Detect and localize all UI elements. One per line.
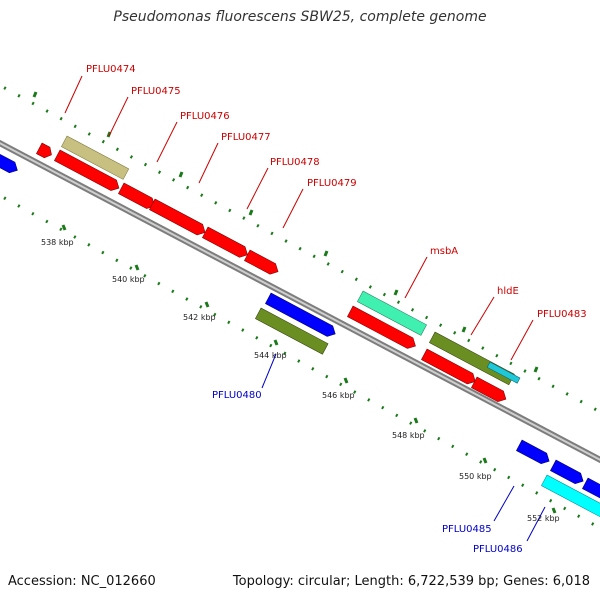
gene-arrow-PFLU0474[interactable]: [36, 142, 54, 160]
scale-label: 538 kbp: [41, 238, 74, 247]
outer-major-ticks: [32, 91, 539, 373]
label-PFLU0478[interactable]: PFLU0478: [270, 157, 320, 168]
gene-arrow-blue[interactable]: [0, 149, 20, 176]
gene-arrow-msbA[interactable]: [357, 290, 427, 336]
gene-labels: PFLU0474 PFLU0475 PFLU0476 PFLU0477 PFLU…: [86, 64, 587, 555]
gene-arrow-PFLU0479a[interactable]: [202, 226, 250, 260]
scale-label: 544 kbp: [254, 351, 287, 360]
gene-arrow-PFLU0486[interactable]: [541, 474, 600, 524]
gene-arrow-blue-550a[interactable]: [516, 439, 552, 467]
gene-arrow-PFLU0483[interactable]: [486, 361, 521, 384]
label-PFLU0474[interactable]: PFLU0474: [86, 64, 136, 75]
inner-major-ticks: [61, 224, 557, 514]
inner-tick-track: [0, 193, 600, 530]
scale-label: 552 kbp: [527, 514, 560, 523]
scale-labels: 538 kbp 540 kbp 542 kbp 544 kbp 546 kbp …: [41, 238, 560, 523]
gene-features: [0, 135, 600, 524]
scale-label: 550 kbp: [459, 472, 492, 481]
gene-arrow-blue-550b[interactable]: [550, 459, 586, 487]
gene-arrow-PFLU0478[interactable]: [149, 198, 208, 238]
gene-arrow-red-546[interactable]: [347, 305, 418, 351]
map-title: Pseudomonas fluorescens SBW25, complete …: [113, 9, 487, 25]
gene-arrow-hldE[interactable]: [429, 331, 515, 386]
label-PFLU0480[interactable]: PFLU0480: [212, 390, 262, 401]
outer-tick-track: [0, 83, 600, 414]
label-PFLU0485[interactable]: PFLU0485: [442, 524, 492, 535]
gene-arrow-red-548a[interactable]: [421, 348, 478, 387]
gene-arrow-PFLU0480[interactable]: [255, 307, 329, 355]
label-PFLU0477[interactable]: PFLU0477: [221, 132, 271, 143]
accession-text: Accession: NC_012660: [8, 574, 156, 589]
scale-label: 548 kbp: [392, 431, 425, 440]
gene-arrow-blue-544[interactable]: [265, 292, 338, 339]
scale-label: 546 kbp: [322, 391, 355, 400]
gene-arrow-blue-550c[interactable]: [582, 477, 600, 505]
label-PFLU0476[interactable]: PFLU0476: [180, 111, 230, 122]
gene-arrow-PFLU0476[interactable]: [54, 149, 121, 193]
label-PFLU0483[interactable]: PFLU0483: [537, 309, 587, 320]
backbone: [0, 139, 600, 464]
scale-label: 542 kbp: [183, 313, 216, 322]
gene-arrow-red-548b[interactable]: [471, 376, 508, 404]
gene-arrow-PFLU0475[interactable]: [61, 135, 130, 180]
label-msbA[interactable]: msbA: [430, 246, 458, 257]
summary-text: Topology: circular; Length: 6,722,539 bp…: [232, 574, 590, 589]
label-hldE[interactable]: hldE: [497, 286, 519, 297]
scale-label: 540 kbp: [112, 275, 145, 284]
label-PFLU0479[interactable]: PFLU0479: [307, 178, 357, 189]
label-leaders: [64, 75, 546, 542]
gene-arrow-PFLU0479b[interactable]: [244, 249, 281, 277]
label-PFLU0475[interactable]: PFLU0475: [131, 86, 181, 97]
label-PFLU0486[interactable]: PFLU0486: [473, 544, 523, 555]
